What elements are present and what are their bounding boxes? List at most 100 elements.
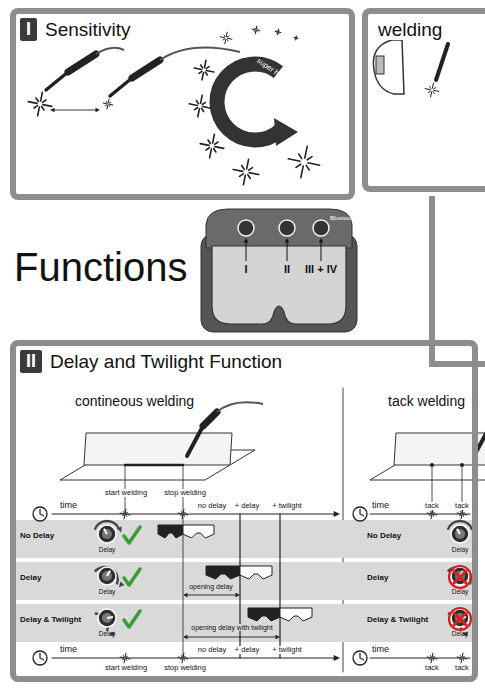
spark-ray (425, 89, 430, 90)
spark-symbol (200, 134, 224, 158)
spark-ray (242, 165, 245, 169)
spark-ray (108, 99, 110, 103)
panel-number: II (20, 350, 42, 373)
spark-ray (296, 36, 297, 37)
arrow-head (334, 655, 340, 661)
spark-ray (182, 659, 184, 663)
dimension-arrow (186, 637, 277, 638)
spark-ray (295, 38, 296, 39)
helmet-visor (376, 56, 384, 74)
spark-ray (126, 514, 130, 516)
timeline-label: + twilight (271, 646, 302, 654)
knob-body (98, 525, 116, 543)
spark-ray (249, 173, 259, 175)
spark-ray (125, 653, 127, 657)
spark-ray (462, 653, 464, 657)
spark-ray (227, 38, 231, 40)
spark-symbol (427, 653, 437, 663)
arrow-head (95, 108, 100, 112)
spark-ray (294, 37, 295, 38)
spark-ray (226, 32, 228, 36)
spark-ray (427, 513, 431, 515)
spark-ray (126, 656, 127, 658)
spark-ray (460, 511, 462, 512)
torch-nozzle (187, 426, 203, 456)
tack-weld (430, 463, 434, 467)
spark-ray (194, 68, 201, 69)
timeline-label: time (60, 501, 77, 510)
knob-pointer (104, 529, 107, 534)
spark-ray (108, 105, 110, 106)
spark-ray (305, 146, 307, 158)
spark-ray (183, 653, 185, 657)
spark-ray (126, 512, 127, 514)
spark-ray (252, 29, 255, 31)
spark-ray (461, 515, 463, 519)
goggle-icon (248, 608, 280, 621)
weld-seam (125, 464, 183, 467)
spark-ray (277, 33, 278, 35)
arrow-head (183, 593, 188, 597)
spark-ray (184, 514, 188, 516)
lens-window (212, 246, 346, 324)
spark-ray (255, 31, 257, 34)
spark-ray (178, 513, 182, 515)
time-axis (52, 658, 334, 659)
spark-symbol (178, 653, 188, 663)
time-axis (52, 514, 334, 515)
spark-ray (223, 39, 225, 40)
spark-ray (299, 154, 302, 159)
spark-ray (184, 658, 188, 660)
knob-arrow (95, 567, 118, 584)
delay-knob (95, 567, 125, 587)
spark-ray (125, 509, 127, 513)
arrow-head (334, 511, 340, 517)
knob-cap (102, 529, 112, 539)
spark-ray (105, 104, 106, 106)
control-knob (238, 220, 254, 236)
panel-title: Delay and Twilight Function (50, 352, 282, 372)
spark-ray (459, 514, 460, 516)
timeline-label: no delay (197, 502, 227, 510)
spark-ray (109, 104, 113, 106)
spark-ray (254, 30, 255, 32)
spark-ray (434, 90, 439, 91)
spark-ray (431, 659, 433, 663)
spark-ray (215, 142, 219, 144)
spark-ray (307, 157, 312, 160)
spark-symbol (252, 26, 260, 34)
band-ground (16, 604, 472, 642)
timeline-label: tack (424, 664, 440, 672)
spark-ray (214, 149, 216, 153)
setting-label: Delay (452, 589, 469, 596)
forbidden-mark (454, 571, 466, 583)
spark-ray (194, 108, 197, 110)
spark-ray (296, 164, 301, 167)
marker-line (239, 514, 240, 658)
spark-ray (202, 72, 203, 79)
knob-pointer (457, 529, 460, 534)
torch-handle (203, 412, 217, 426)
timeline-label: tack (454, 664, 470, 672)
spark-ray (205, 72, 207, 75)
dimension-arrow (53, 110, 97, 111)
panel-title: Sensitivity (45, 20, 131, 40)
clock-icon (353, 507, 367, 521)
setting-label: Delay (20, 574, 41, 582)
spark-ray (433, 514, 437, 516)
knob-body (451, 567, 469, 585)
spark-ray (199, 71, 202, 73)
clock-icon (33, 507, 47, 521)
spark-ray (178, 657, 182, 659)
spark-ray (184, 512, 185, 514)
spark-ray (196, 100, 198, 103)
spark-ray (296, 38, 297, 40)
torch-hose (96, 48, 124, 54)
knob-body (451, 609, 469, 627)
spark-ray (431, 92, 432, 97)
timeline-label: tack (424, 502, 440, 510)
spark-ray (460, 655, 462, 656)
setting-label: Delay (452, 547, 469, 554)
pointer-line (246, 241, 247, 261)
